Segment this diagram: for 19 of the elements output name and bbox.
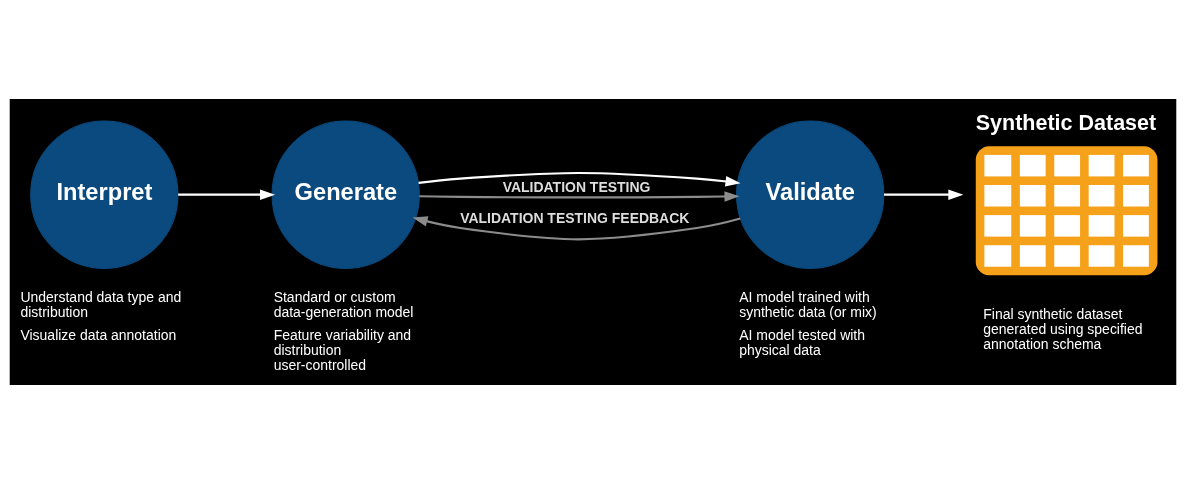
node-label: Final synthetic dataset generated using specified annotation schema (983, 305, 1143, 352)
node-circle: Validate (736, 120, 885, 269)
node-circle: Interpret (30, 120, 179, 269)
node-label: Synthetic Dataset (975, 110, 1157, 135)
edge-label: VALIDATION TESTING (502, 178, 651, 195)
node-label: Feature variability and distribution user-controlled (273, 326, 412, 373)
arrow (418, 171, 741, 187)
arrow (419, 190, 740, 202)
node-circle: Generate (271, 120, 420, 269)
node-label: Understand data type and distribution (20, 288, 182, 320)
node-box (975, 145, 1158, 275)
node-label: AI model trained with synthetic data (or mix) (739, 288, 877, 320)
arrow (884, 188, 964, 200)
edge-label: VALIDATION TESTING FEEDBACK (460, 209, 690, 226)
arrow (412, 215, 741, 240)
node-label: Visualize data annotation (20, 326, 177, 343)
arrow (178, 188, 276, 200)
node-label: AI model tested with physical data (739, 326, 866, 358)
node-label: Standard or custom data-generation model (273, 288, 414, 320)
